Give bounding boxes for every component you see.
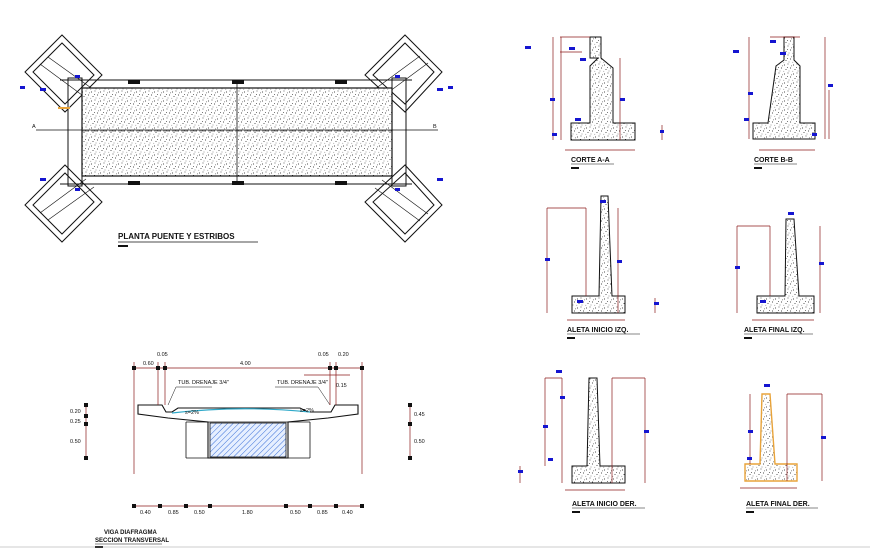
- top-dim-2nd-0: 0.15: [336, 383, 347, 389]
- wing-start-right: ALETA INICIO DER.: [518, 370, 649, 513]
- bottom-dim-3: 1.80: [242, 510, 253, 516]
- left-dim-1: 0.25: [70, 419, 81, 425]
- wing-start-left-title: ALETA INICIO IZQ.: [567, 327, 628, 334]
- section-b-b: CORTE B-B: [733, 36, 833, 169]
- top-dim-2: 4.00: [240, 361, 251, 367]
- drain-left-label: TUB. DRENAJE 3/4": [178, 380, 229, 386]
- cross-section-title-1: VIGA DIAFRAGMA: [104, 530, 157, 536]
- orange-marker: [58, 107, 70, 109]
- bottom-dim-5: 0.85: [317, 510, 328, 516]
- wing-end-right-title: ALETA FINAL DER.: [746, 501, 810, 508]
- section-b-b-body: [752, 36, 816, 140]
- slope-right-label: s=2%: [300, 408, 314, 414]
- top-dim-3: 0.05: [318, 352, 329, 358]
- wing-end-left: ALETA FINAL IZQ.: [735, 212, 824, 339]
- section-a-a: CORTE A-A: [525, 36, 664, 169]
- right-dim-0: 0.45: [414, 412, 425, 418]
- slope-left-label: s=2%: [185, 410, 199, 416]
- bottom-dim-2: 0.50: [194, 510, 205, 516]
- top-dim-1: 0.05: [157, 352, 168, 358]
- section-a-label: A: [32, 124, 36, 130]
- section-b-b-title: CORTE B-B: [754, 157, 793, 164]
- left-dim-2: 0.50: [70, 439, 81, 445]
- plan-view: A B PLANTA PUENTE Y ESTRIBOS: [20, 34, 453, 247]
- section-a-a-title: CORTE A-A: [571, 157, 610, 164]
- wing-start-left: ALETA INICIO IZQ.: [545, 195, 659, 339]
- wing-end-right: ALETA FINAL DER.: [740, 384, 826, 513]
- drain-right-label: TUB. DRENAJE 3/4": [277, 380, 328, 386]
- right-dim-1: 0.50: [414, 439, 425, 445]
- wing-wall-top-left: [24, 34, 103, 113]
- wing-end-left-title: ALETA FINAL IZQ.: [744, 327, 805, 334]
- deck-marks: [128, 80, 347, 185]
- cross-section: TUB. DRENAJE 3/4" TUB. DRENAJE 3/4" s=2%…: [70, 352, 425, 548]
- left-dim-0: 0.20: [70, 409, 81, 415]
- top-dim-0: 0.60: [143, 361, 154, 367]
- section-b-label: B: [433, 124, 437, 130]
- top-dim-4: 0.20: [338, 352, 349, 358]
- section-a-a-body: [570, 36, 636, 141]
- bottom-dim-0: 0.40: [140, 510, 151, 516]
- plan-dimension-marks: [20, 75, 453, 191]
- bottom-dim-4: 0.50: [290, 510, 301, 516]
- plan-title: PLANTA PUENTE Y ESTRIBOS: [118, 232, 235, 241]
- cross-section-title-2: SECCION TRANSVERSAL: [95, 538, 169, 544]
- wing-wall-bottom-left: [24, 164, 103, 243]
- bottom-dim-6: 0.40: [342, 510, 353, 516]
- bottom-dim-1: 0.85: [168, 510, 179, 516]
- wing-start-right-title: ALETA INICIO DER.: [572, 501, 637, 508]
- wing-end-left-body: [756, 218, 815, 314]
- diaphragm-beam: [209, 422, 287, 458]
- wing-start-left-body: [571, 195, 626, 314]
- wing-end-right-body: [744, 393, 798, 482]
- wing-start-right-body: [571, 377, 626, 484]
